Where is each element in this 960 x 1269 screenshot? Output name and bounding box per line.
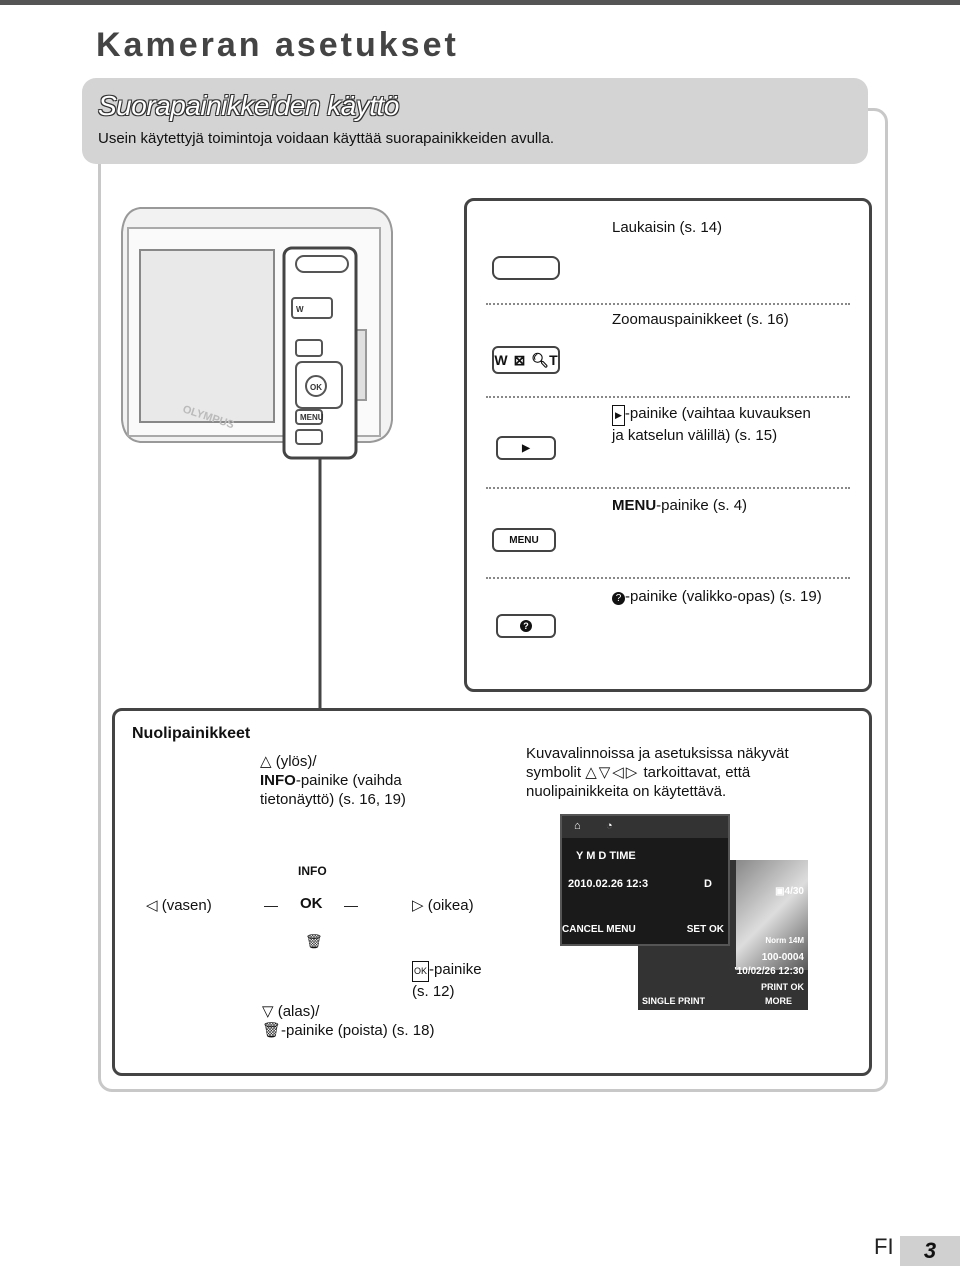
help-button[interactable]: ? [496, 614, 556, 638]
triangle-down-icon: ▽ [262, 1003, 274, 1020]
trash-icon: 🗑︎ [262, 1022, 282, 1039]
file-number: 100-0004 [761, 952, 804, 963]
date-setting-screen: ⌂ ◔ Y M D TIME 2010.02.26 12:3 D CANCEL … [560, 814, 730, 946]
divider [486, 396, 850, 398]
top-rule [0, 0, 960, 5]
page-number: 3 [900, 1236, 960, 1266]
up-info-bold: INFO [260, 772, 296, 789]
arrow-note-line-2a: symbolit [526, 764, 582, 781]
help-icon: ? [520, 620, 532, 632]
menu-button[interactable]: MENU [492, 528, 556, 552]
playback-text-1: -painike (vaihtaa kuvauksen [624, 405, 811, 422]
down-text-1: (alas)/ [277, 1003, 320, 1020]
ok-text-2: (s. 12) [412, 983, 455, 1000]
help-icon: ? [612, 592, 625, 605]
right-text: (oikea) [427, 897, 474, 914]
left-key-label: ◁ (vasen) [146, 896, 212, 915]
up-text-2: -painike (vaihda [295, 772, 402, 789]
divider [486, 577, 850, 579]
zoom-label: Zoomauspainikkeet (s. 16) [612, 311, 789, 328]
frame-counter-text: 4/30 [784, 886, 804, 897]
quality-norm: Norm [765, 936, 787, 945]
cancel-text: CANCEL [562, 924, 604, 935]
arrow-keys-title: Nuolipainikkeet [132, 725, 251, 742]
playback-text-2: ja katselun välillä) (s. 15) [612, 427, 778, 444]
card-icon: ▣ [775, 886, 785, 897]
divider [486, 487, 850, 489]
right-key-label: ▷ (oikea) [412, 896, 474, 915]
camera-zoom-label: W [296, 305, 304, 314]
down-key-label: ▽ (alas)/ 🗑︎-painike (poista) (s. 18) [262, 1002, 434, 1040]
triangle-left-icon: ◁ [146, 897, 158, 914]
timestamp: '10/02/26 12:30 [734, 966, 804, 977]
print-label: PRINT OK [761, 982, 804, 992]
left-text: (vasen) [161, 897, 212, 914]
language-label: FI [874, 1234, 894, 1259]
up-text-1: (ylös)/ [275, 753, 317, 770]
shutter-button[interactable] [492, 256, 560, 280]
pad-right-key[interactable]: — [344, 897, 358, 913]
playback-icon: ▶ [612, 405, 625, 426]
quality-size: 14M [788, 936, 804, 945]
playback-label: ▶-painike (vaihtaa kuvauksen ja katselun… [612, 404, 811, 445]
ok-text-1: -painike [429, 961, 482, 978]
cancel-label[interactable]: CANCEL MENU [562, 924, 636, 935]
pad-info-label[interactable]: INFO [298, 864, 327, 878]
up-text-3: tietonäyttö) (s. 16, 19) [260, 791, 406, 808]
clock-icon: ◔ [606, 820, 613, 832]
section-header: Suorapainikkeiden käyttö Usein käytettyj… [82, 78, 868, 164]
menu-label: MENU-painike (s. 4) [612, 496, 747, 515]
photo-thumbnail [736, 860, 808, 970]
zoom-w-label: W [494, 352, 508, 368]
ok-tag: OK [790, 982, 805, 992]
quality-info: Norm 14M [765, 936, 804, 945]
more-label: MORE [765, 996, 792, 1006]
up-key-label: △ (ylös)/ INFO-painike (vaihda tietonäyt… [260, 752, 406, 809]
menu-label-bold: MENU [612, 497, 657, 514]
triangle-up-icon: △ [260, 753, 272, 770]
set-label[interactable]: SET OK [687, 924, 724, 935]
playback-button[interactable]: ▶ [496, 436, 556, 460]
trash-icon[interactable]: 🗑︎ [305, 933, 323, 949]
date-value[interactable]: 2010.02.26 12:3 [568, 878, 649, 890]
shutter-label: Laukaisin (s. 14) [612, 219, 723, 236]
playback-icon: ▶ [522, 442, 530, 454]
menu-label-rest: -painike (s. 4) [656, 497, 748, 514]
print-text: PRINT [760, 982, 788, 992]
help-label: ?-painike (valikko-opas) (s. 19) [612, 587, 822, 606]
single-print-label: SINGLE PRINT [642, 996, 706, 1006]
pad-left-key[interactable]: — [264, 897, 278, 913]
zoom-tele-icon: 🔍︎ [531, 351, 550, 368]
zoom-t-label: T [549, 352, 558, 368]
camera-ok-label: OK [310, 383, 322, 392]
frame-counter: ▣4/30 [775, 886, 804, 897]
set-text: SET [686, 924, 707, 935]
date-header: Y M D TIME [576, 850, 636, 862]
zoom-wide-icon: ⊠ [513, 351, 526, 368]
triangle-right-icon: ▷ [412, 897, 424, 914]
arrow-note-line-1: Kuvavalinnoissa ja asetuksissa näkyvät [526, 745, 789, 762]
arrow-note-line-2b: tarkoittavat, että [643, 764, 751, 781]
home-icon: ⌂ [574, 820, 581, 832]
arrow-symbols-icon: △▽◁▷ [585, 764, 640, 781]
divider [486, 303, 850, 305]
ymd-value[interactable]: D [704, 878, 712, 890]
section-title: Suorapainikkeiden käyttö [98, 90, 399, 121]
ok-key-label: OK-painike (s. 12) [412, 960, 482, 1001]
ok-tag: OK [709, 924, 724, 935]
help-text: -painike (valikko-opas) (s. 19) [625, 588, 822, 605]
arrow-note-line-3: nuolipainikkeita on käytettävä. [526, 783, 727, 800]
screen-header-bar: ⌂ ◔ [562, 816, 728, 838]
page-title: Kameran asetukset [96, 26, 459, 64]
arrow-note: Kuvavalinnoissa ja asetuksissa näkyvät s… [526, 744, 789, 801]
ok-icon: OK [412, 961, 430, 982]
down-text-2: -painike (poista) (s. 18) [281, 1022, 435, 1039]
zoom-button[interactable]: W ⊠ 🔍︎ T [492, 346, 560, 374]
section-description: Usein käytettyjä toimintoja voidaan käyt… [98, 130, 555, 147]
pad-ok-button[interactable]: OK [300, 895, 323, 912]
camera-menu-label: MENU [300, 413, 324, 422]
menu-tag: MENU [606, 924, 636, 935]
